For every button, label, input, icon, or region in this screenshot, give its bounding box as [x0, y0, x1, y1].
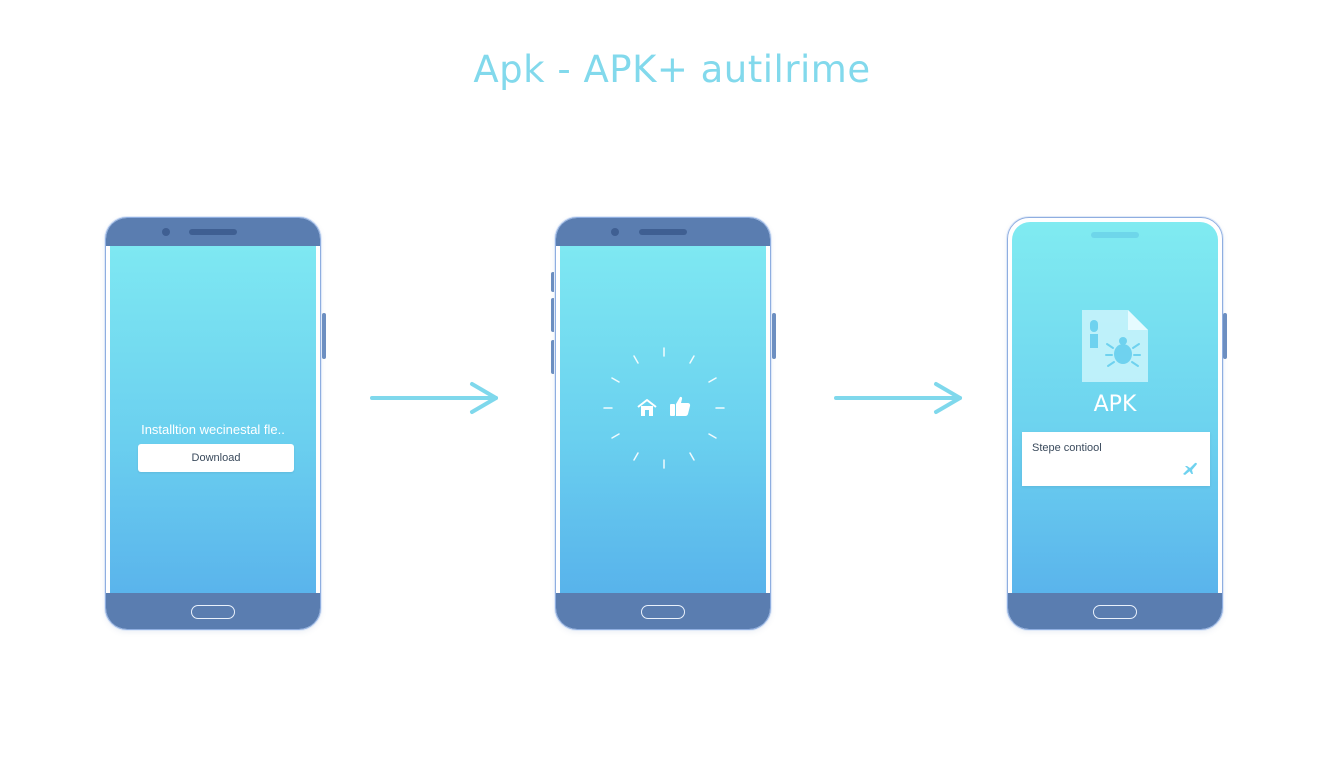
phone-side-button — [551, 298, 555, 332]
phone-bottom-bezel — [1008, 593, 1222, 629]
speaker-grille — [189, 229, 237, 235]
phone-side-button — [1223, 313, 1227, 359]
phone-top-bezel — [106, 218, 320, 246]
phone-screen — [560, 246, 766, 593]
phone-step-1: Installtion wecinestal fle.. Download — [105, 217, 321, 630]
phone-top-bezel — [556, 218, 770, 246]
loading-rays-icon — [603, 347, 725, 469]
phone-step-2 — [555, 217, 771, 630]
speaker-grille — [639, 229, 687, 235]
download-button[interactable]: Download — [138, 444, 294, 472]
installation-status-text: Installtion wecinestal fle.. — [141, 422, 285, 437]
plane-icon — [1183, 462, 1197, 475]
phone-screen: APK Stepe contiool — [1012, 222, 1218, 593]
phone-side-button — [322, 313, 326, 359]
home-button[interactable] — [191, 605, 235, 619]
apk-label: APK — [1093, 392, 1137, 417]
right-arrow-icon — [834, 382, 962, 414]
camera-icon — [611, 228, 619, 236]
speaker-grille — [1091, 232, 1139, 238]
phone-bottom-bezel — [106, 593, 320, 629]
right-arrow-icon — [370, 382, 498, 414]
step-card[interactable]: Stepe contiool — [1022, 432, 1210, 486]
home-icon — [637, 399, 657, 416]
phone-side-button — [551, 272, 555, 292]
phone-step-3: APK Stepe contiool — [1007, 217, 1223, 630]
diagram-title: Apk - APK+ autilrime — [473, 48, 871, 91]
phone-side-button — [772, 313, 776, 359]
thumbs-up-icon — [670, 396, 691, 416]
camera-icon — [162, 228, 170, 236]
home-button[interactable] — [1093, 605, 1137, 619]
phone-bottom-bezel — [556, 593, 770, 629]
phone-screen: Installtion wecinestal fle.. Download — [110, 246, 316, 593]
step-card-text: Stepe contiool — [1032, 442, 1102, 454]
home-button[interactable] — [641, 605, 685, 619]
phone-side-button — [551, 340, 555, 374]
apk-file-bug-icon — [1082, 310, 1148, 382]
